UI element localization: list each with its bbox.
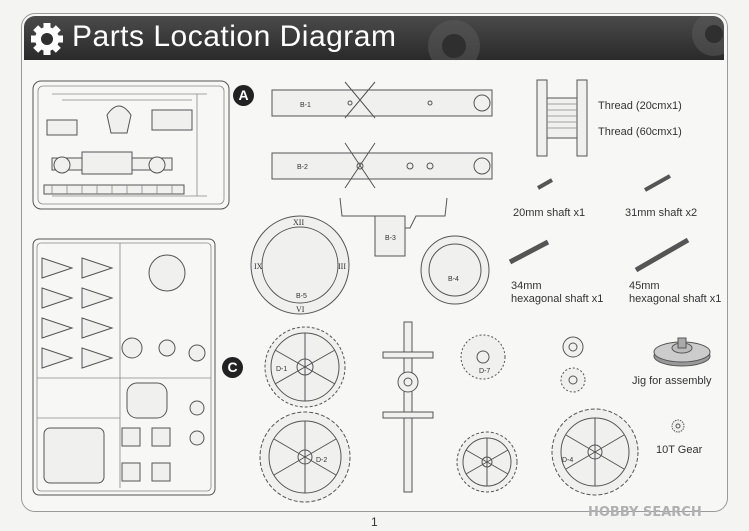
thread-20cm-label: Thread (20cmx1) — [598, 100, 682, 112]
gear-icon — [31, 23, 63, 55]
hex-shaft-45mm-label: hexagonal shaft x1 — [629, 293, 722, 305]
numeral-ix: IX — [254, 262, 263, 271]
jig-label: Jig for assembly — [632, 375, 712, 387]
clock-face-part — [250, 215, 350, 315]
banner-gear-decoration — [428, 16, 724, 60]
page-number: 1 — [371, 515, 378, 529]
shaft-part — [508, 174, 690, 273]
jig-part — [653, 337, 711, 367]
part-tag-d1: D-1 — [276, 366, 288, 373]
ring-part — [420, 235, 490, 305]
page-title: Parts Location Diagram — [72, 20, 397, 53]
sprue-c-tree — [32, 238, 216, 496]
section-c-badge: C — [222, 357, 243, 378]
part-tag-d2: D-2 — [316, 457, 328, 464]
part-tag-d7: D-7 — [479, 368, 491, 375]
part-tag-b2: B-2 — [297, 164, 308, 171]
shaft-31mm-label: 31mm shaft x2 — [625, 207, 698, 219]
section-a-badge: A — [233, 85, 254, 106]
numeral-iii: III — [338, 262, 346, 271]
numeral-xii: XII — [293, 218, 305, 227]
part-tag-b3: B-3 — [385, 235, 396, 242]
part-tag-b4: B-4 — [448, 276, 459, 283]
part-tag-b1: B-1 — [300, 102, 311, 109]
part-tag-d4: D-4 — [562, 457, 574, 464]
hex-shaft-34mm-size: 34mm — [511, 280, 542, 292]
numeral-vi: VI — [296, 305, 305, 314]
thread-spool — [536, 79, 588, 157]
shaft-20mm-label: 20mm shaft x1 — [513, 207, 586, 219]
10t-gear-icon — [671, 419, 685, 433]
header-banner: Parts Location Diagram — [24, 16, 724, 60]
watermark: HOBBY SEARCH — [588, 505, 702, 520]
thread-60cm-label: Thread (60cmx1) — [598, 126, 682, 138]
10t-gear-label: 10T Gear — [656, 444, 703, 456]
hex-shaft-34mm-label: hexagonal shaft x1 — [511, 293, 604, 305]
part-tag-b5: B-5 — [296, 293, 307, 300]
sprue-a-tree — [32, 80, 230, 210]
gear-wheel-part — [259, 321, 639, 503]
hex-shaft-45mm-size: 45mm — [629, 280, 660, 292]
frame-rails-part — [271, 81, 493, 257]
